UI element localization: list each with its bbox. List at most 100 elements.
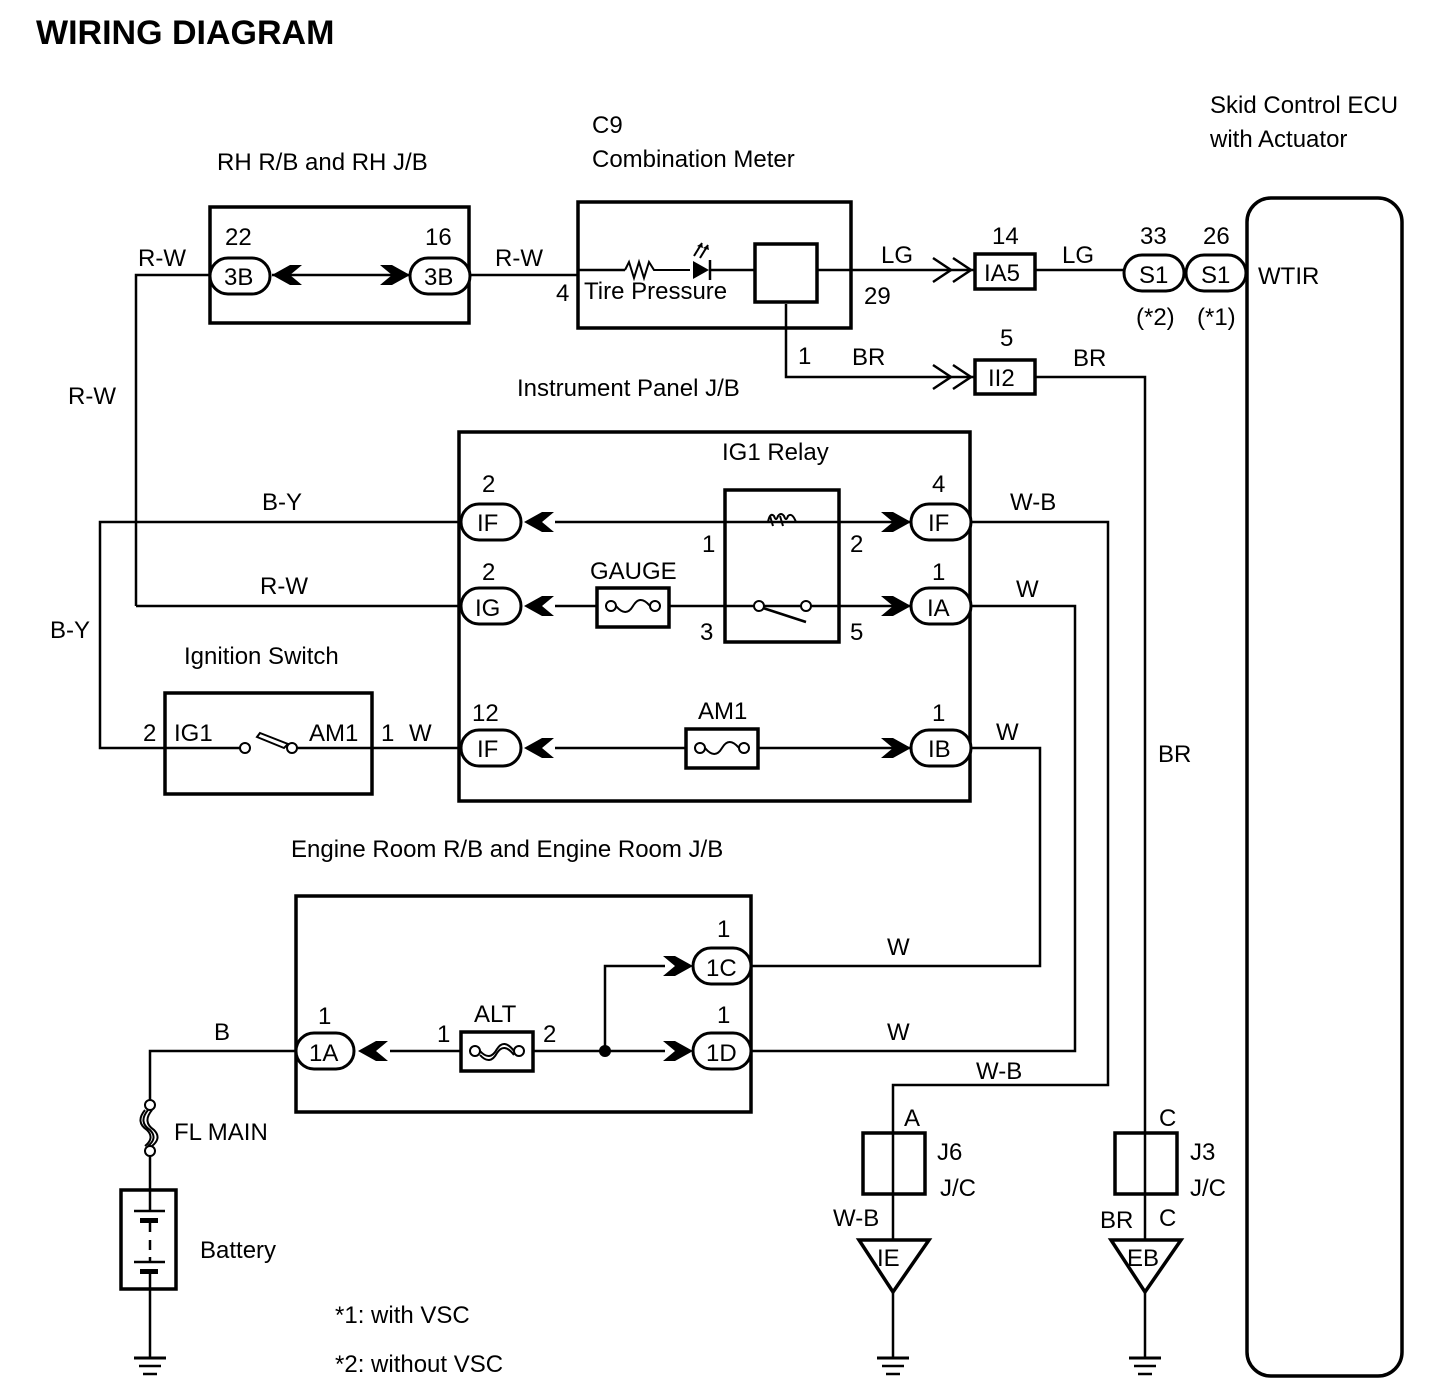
svg-text:1: 1 [702, 531, 715, 558]
battery-label: Battery [200, 1237, 276, 1264]
svg-text:IA: IA [927, 595, 950, 622]
wire-label: W [887, 934, 910, 961]
ignition-switch: Ignition Switch 2 IG1 AM1 1 [143, 643, 394, 796]
pin-1: 1 [798, 343, 811, 370]
svg-text:J/C: J/C [940, 1175, 976, 1202]
wire-label: W-B [1010, 489, 1056, 516]
svg-text:1: 1 [932, 700, 945, 727]
wire-label: B-Y [50, 617, 90, 644]
svg-text:IF: IF [477, 736, 498, 763]
combination-meter: C9 Combination Meter 4 Tire Pressure 29 … [556, 112, 891, 370]
svg-text:1D: 1D [706, 1040, 737, 1067]
wire-label: BR [852, 344, 885, 371]
connector-arrow-icon [524, 596, 554, 616]
connector-3b-right [408, 256, 472, 296]
svg-text:1: 1 [717, 1002, 730, 1029]
tire-pressure-label: Tire Pressure [584, 278, 727, 305]
ground-icon [134, 1356, 166, 1376]
am1-fuse-icon [684, 727, 760, 770]
svg-text:C: C [1159, 1205, 1176, 1232]
svg-text:1A: 1A [309, 1040, 338, 1067]
connector-ii2: 5 II2 [932, 325, 1037, 396]
connector-arrow-icon [663, 1041, 693, 1061]
meter-ic [753, 242, 819, 304]
junction-connector-j3: C J3 J/C C EB [1107, 1105, 1226, 1296]
connector-ia-1 [909, 586, 973, 626]
svg-text:1: 1 [717, 916, 730, 943]
svg-text:1: 1 [381, 720, 394, 747]
svg-text:1C: 1C [706, 955, 737, 982]
wire-label: W [1016, 576, 1039, 603]
battery-icon [119, 1188, 178, 1291]
relay-switch-icon [753, 600, 765, 612]
connector-ia5: 14 IA5 [932, 223, 1037, 291]
svg-text:2: 2 [482, 559, 495, 586]
svg-text:5: 5 [1000, 325, 1013, 352]
engine-room-label: Engine Room R/B and Engine Room J/B [291, 836, 723, 863]
skid-control-ecu: Skid Control ECU with Actuator 33 S1 (*2… [1122, 92, 1404, 1378]
wire-label: R-W [495, 245, 543, 272]
pin-16: 16 [425, 224, 452, 251]
wire-label: B [214, 1019, 230, 1046]
alt-fuse-label: ALT [474, 1001, 517, 1028]
fl-main-fuse-icon [139, 1099, 159, 1157]
rh-rb-jb-label: RH R/B and RH J/B [217, 149, 428, 176]
svg-text:S1: S1 [1139, 262, 1168, 289]
svg-text:IF: IF [928, 510, 949, 537]
svg-text:J3: J3 [1190, 1139, 1215, 1166]
svg-text:(*2): (*2) [1136, 304, 1175, 331]
svg-text:2: 2 [482, 471, 495, 498]
wire-label: R-W [68, 383, 116, 410]
switch-contact-icon [239, 742, 251, 754]
svg-text:14: 14 [992, 223, 1019, 250]
wire-label: BR [1073, 345, 1106, 372]
wire-label: W-B [976, 1058, 1022, 1085]
instrument-panel-jb-block: IG1 Relay 2 IF 4 IF 2 IG GAUGE 1 2 3 5 [457, 430, 973, 803]
svg-text:J6: J6 [937, 1139, 962, 1166]
svg-text:Ignition Switch: Ignition Switch [184, 643, 339, 670]
svg-text:IE: IE [877, 1245, 900, 1272]
terminal-wtir: WTIR [1258, 263, 1319, 290]
gauge-fuse-label: GAUGE [590, 558, 677, 585]
svg-text:2: 2 [143, 720, 156, 747]
ig1-relay-label: IG1 Relay [722, 439, 829, 466]
wire-label: BR [1158, 741, 1191, 768]
wire-label: B-Y [262, 489, 302, 516]
connector-s1-a [1122, 253, 1186, 293]
connector-ig-2 [459, 586, 523, 626]
ground-point-icon [855, 1238, 933, 1296]
svg-text:IG1: IG1 [174, 720, 213, 747]
junction-connector-j6: A J6 J/C IE [855, 1105, 976, 1296]
wire-label: LG [881, 242, 913, 269]
svg-text:33: 33 [1140, 223, 1167, 250]
svg-text:Skid Control ECU: Skid Control ECU [1210, 92, 1398, 119]
wire-label: BR [1100, 1207, 1133, 1234]
wire-label: W [409, 720, 432, 747]
fl-main-label: FL MAIN [174, 1119, 268, 1146]
gauge-fuse-icon [595, 586, 671, 629]
svg-text:C: C [1159, 1105, 1176, 1132]
svg-text:J/C: J/C [1190, 1175, 1226, 1202]
ground-point-icon [1107, 1238, 1185, 1296]
svg-text:26: 26 [1203, 223, 1230, 250]
svg-text:4: 4 [932, 471, 945, 498]
pin-29: 29 [864, 283, 891, 310]
wire-label: R-W [138, 245, 186, 272]
wire-label: LG [1062, 242, 1094, 269]
wire-label: W [887, 1019, 910, 1046]
page-title: WIRING DIAGRAM [36, 14, 334, 52]
connector-arrow-icon [524, 738, 554, 758]
ground-icon [877, 1356, 909, 1376]
pin-4: 4 [556, 280, 569, 307]
connector-ib-1 [909, 728, 973, 768]
svg-text:IG: IG [475, 595, 500, 622]
svg-text:5: 5 [850, 619, 863, 646]
svg-text:IB: IB [928, 736, 951, 763]
svg-text:1: 1 [437, 1021, 450, 1048]
wire-label: R-W [260, 573, 308, 600]
svg-text:2: 2 [543, 1021, 556, 1048]
am1-fuse-label: AM1 [698, 698, 747, 725]
led-icon [693, 242, 712, 280]
instrument-panel-jb-label: Instrument Panel J/B [517, 375, 740, 402]
